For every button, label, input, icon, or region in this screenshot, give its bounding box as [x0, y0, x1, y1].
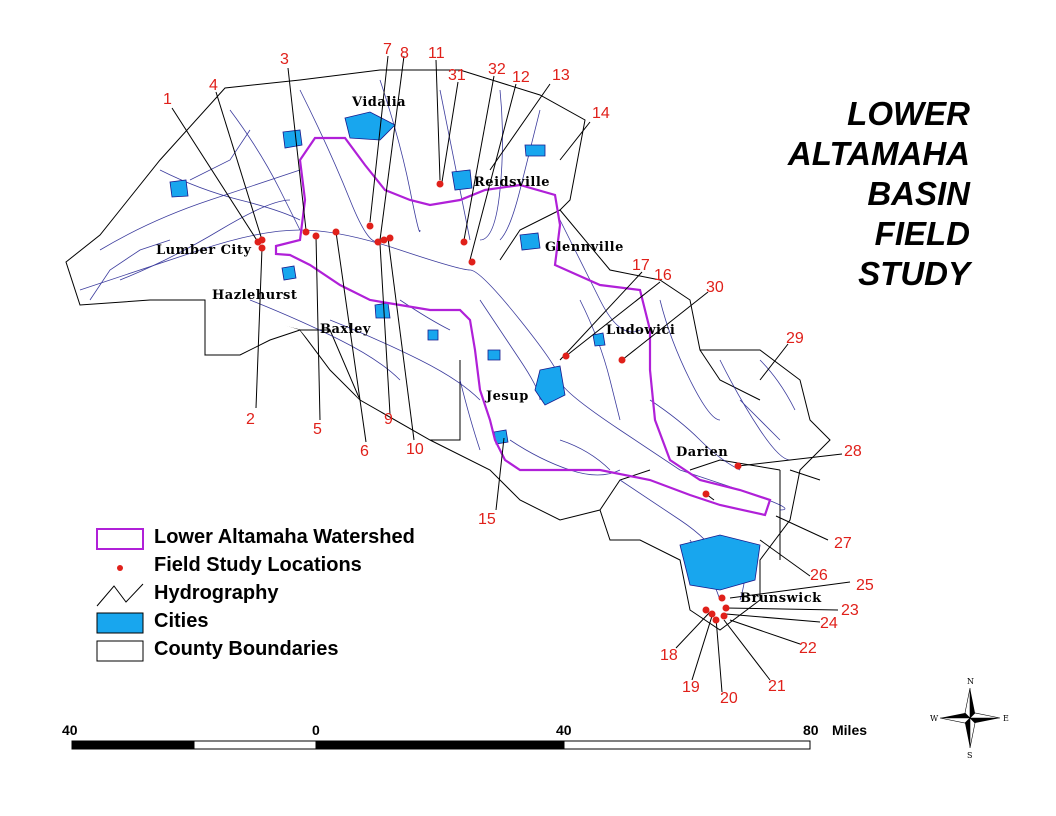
field-study-point — [618, 356, 626, 364]
legend-label-counties: County Boundaries — [154, 638, 339, 660]
site-label: 32 — [488, 61, 506, 78]
site-label: 2 — [246, 411, 255, 428]
scale-tick-label: 40 — [62, 722, 78, 738]
north-letter: N — [967, 677, 974, 686]
site-labels: 1 2 3 4 5 6 7 8 9 10 11 12 13 14 15 16 1… — [163, 41, 874, 707]
city-swatch-icon — [96, 612, 144, 634]
site-label: 12 — [512, 69, 530, 86]
city-label: Glennville — [545, 240, 624, 255]
title-line: BASIN — [867, 175, 970, 212]
site-dot-icon — [117, 565, 123, 571]
field-study-point — [708, 610, 716, 618]
field-study-point — [380, 236, 388, 244]
east-letter: E — [1003, 714, 1009, 723]
leader-lines — [171, 55, 851, 693]
site-label: 22 — [799, 640, 817, 657]
site-label: 7 — [383, 41, 392, 58]
hydrography-line-icon — [96, 583, 144, 607]
field-study-point — [258, 236, 266, 244]
site-label: 20 — [720, 690, 738, 707]
site-label: 16 — [654, 267, 672, 284]
legend-label-sites: Field Study Locations — [154, 554, 362, 576]
watershed-swatch-icon — [96, 528, 144, 550]
field-study-point — [734, 462, 742, 470]
city-label: Baxley — [320, 322, 371, 337]
scale-tick-label: 0 — [312, 722, 320, 738]
field-study-point — [302, 228, 310, 236]
west-letter: W — [930, 714, 939, 723]
site-label: 14 — [592, 105, 610, 122]
site-label: 13 — [552, 67, 570, 84]
site-label: 8 — [400, 45, 409, 62]
site-label: 10 — [406, 441, 424, 458]
field-study-point — [720, 612, 728, 620]
site-label: 17 — [632, 257, 650, 274]
site-label: 11 — [428, 45, 445, 62]
title-line: STUDY — [858, 255, 970, 292]
site-label: 28 — [844, 443, 862, 460]
site-label: 4 — [209, 77, 218, 94]
field-study-point — [366, 222, 374, 230]
field-study-point — [468, 258, 476, 266]
title-line: ALTAMAHA — [787, 135, 970, 172]
site-label: 29 — [786, 330, 804, 347]
legend-label-watershed: Lower Altamaha Watershed — [154, 526, 415, 548]
site-label: 1 — [163, 91, 172, 108]
site-label: 30 — [706, 279, 724, 296]
south-letter: S — [967, 751, 972, 760]
site-label: 3 — [280, 51, 289, 68]
legend-label-cities: Cities — [154, 610, 209, 632]
site-label: 21 — [768, 678, 786, 695]
compass-rose-icon: N S E W — [930, 677, 1009, 760]
field-study-point — [258, 244, 266, 252]
city-label: Ludowici — [606, 323, 675, 338]
field-study-point — [374, 238, 382, 246]
field-study-point — [722, 604, 730, 612]
field-study-point — [702, 490, 710, 498]
field-study-point — [386, 234, 394, 242]
field-study-point — [702, 606, 710, 614]
watershed-boundary — [274, 136, 772, 517]
city-label: Hazlehurst — [212, 288, 297, 303]
city-label: Jesup — [485, 389, 529, 404]
field-study-point — [460, 238, 468, 246]
site-label: 31 — [448, 67, 466, 84]
city-areas — [169, 111, 761, 591]
site-label: 26 — [810, 567, 828, 584]
city-labels: Vidalia Reidsville Lumber City Hazlehurs… — [156, 95, 822, 606]
site-label: 9 — [384, 411, 393, 428]
field-study-point — [718, 594, 726, 602]
scale-tick-label: 40 — [556, 722, 572, 738]
field-study-point — [436, 180, 444, 188]
county-swatch-icon — [96, 640, 144, 662]
field-study-point — [562, 352, 570, 360]
site-label: 5 — [313, 421, 322, 438]
field-study-points — [254, 180, 742, 624]
legend-label-hydrography: Hydrography — [154, 582, 279, 604]
city-label: Darien — [676, 445, 728, 460]
site-label: 6 — [360, 443, 369, 460]
field-study-point — [332, 228, 340, 236]
site-label: 23 — [841, 602, 859, 619]
field-study-point — [312, 232, 320, 240]
site-label: 18 — [660, 647, 678, 664]
title-line: LOWER — [847, 95, 970, 132]
city-label: Vidalia — [351, 95, 406, 110]
scale-units: Miles — [832, 722, 868, 738]
city-label: Reidsville — [474, 175, 550, 190]
scale-tick-label: 80 — [803, 722, 819, 738]
city-label: Brunswick — [740, 591, 822, 606]
site-label: 19 — [682, 679, 700, 696]
field-study-point — [712, 616, 720, 624]
site-label: 24 — [820, 615, 838, 632]
title-line: FIELD — [874, 215, 970, 252]
site-label: 25 — [856, 577, 874, 594]
site-label: 27 — [834, 535, 852, 552]
city-label: Lumber City — [156, 243, 251, 258]
scale-bar — [71, 740, 811, 750]
site-label: 15 — [478, 511, 496, 528]
